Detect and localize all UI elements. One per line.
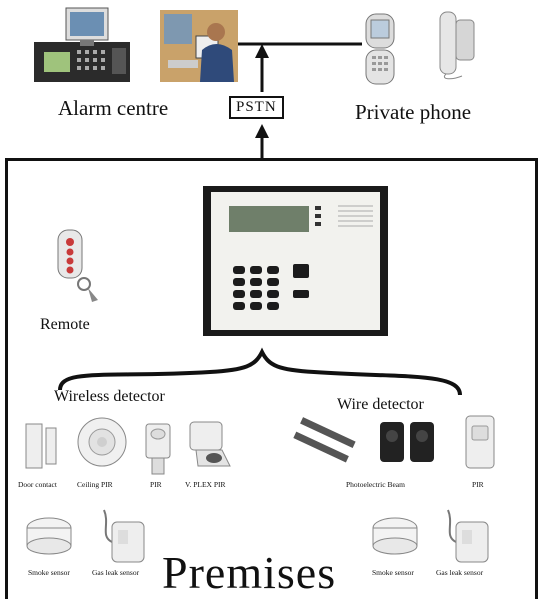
wire-pir-label: PIR (472, 480, 484, 489)
ceiling-pir-label: Ceiling PIR (77, 480, 113, 489)
door-contact-label: Door contact (18, 480, 57, 489)
premises-title: Premises (162, 547, 337, 598)
desk-phone-icon (439, 11, 475, 80)
alarm-centre-device-icon (34, 42, 130, 82)
pir-label: PIR (150, 480, 162, 489)
wire-gas-leak-sensor-icon (447, 509, 489, 563)
operator-photo-icon (160, 10, 238, 82)
wire-smoke-sensor-label: Smoke sensor (372, 568, 414, 577)
alarm-centre-label: Alarm centre (58, 96, 169, 120)
mobile-phone-icon (365, 13, 395, 85)
wire-detector-label: Wire detector (337, 396, 424, 413)
monitor-icon (65, 7, 109, 46)
gas-leak-sensor-icon (103, 509, 145, 563)
smoke-sensor-label: Smoke sensor (28, 568, 70, 577)
wire-pir-icon (465, 415, 495, 469)
pir-icon (145, 423, 171, 475)
wire-gas-leak-sensor-label: Gas leak sensor (436, 568, 484, 577)
smoke-sensor-icon (26, 517, 72, 555)
ceiling-pir-icon (77, 417, 127, 467)
private-phone-label: Private phone (355, 100, 472, 124)
wireless-detector-label: Wireless detector (54, 388, 165, 405)
pstn-box: PSTN (229, 96, 284, 119)
beam-unit-icon (380, 422, 434, 462)
gas-leak-sensor-label: Gas leak sensor (92, 568, 140, 577)
door-contact-icon (25, 423, 57, 469)
premises-frame (5, 158, 538, 599)
vplex-pir-label: V. PLEX PIR (185, 480, 226, 489)
control-panel-icon (203, 186, 388, 336)
vplex-pir-icon (189, 421, 231, 467)
remote-icon (57, 229, 98, 302)
photoelectric-beam-label: Photoelectric Beam (346, 480, 405, 489)
wire-smoke-sensor-icon (372, 517, 418, 555)
remote-label: Remote (40, 316, 90, 333)
photoelectric-beam-icon (293, 417, 356, 463)
